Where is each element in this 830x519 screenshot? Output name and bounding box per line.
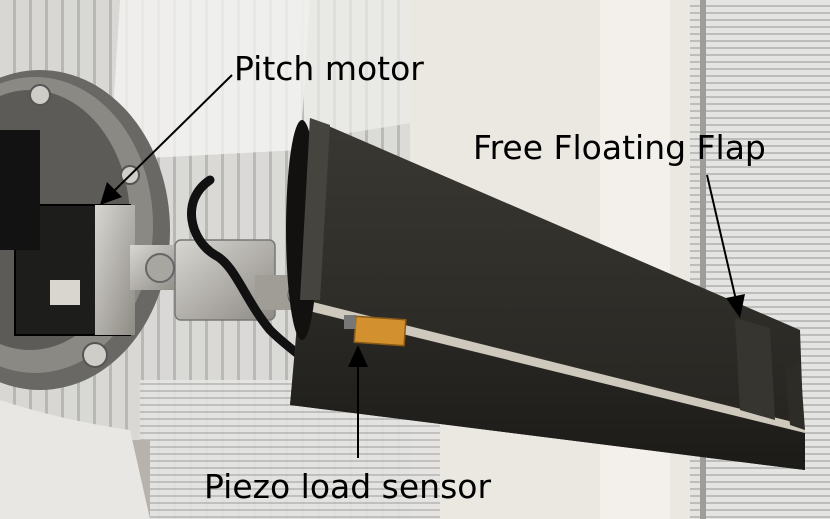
piezo-load-sensor-label: Piezo load sensor bbox=[204, 467, 492, 506]
pitch-motor-label: Pitch motor bbox=[234, 49, 424, 88]
free-floating-flap-label: Free Floating Flap bbox=[473, 128, 766, 167]
